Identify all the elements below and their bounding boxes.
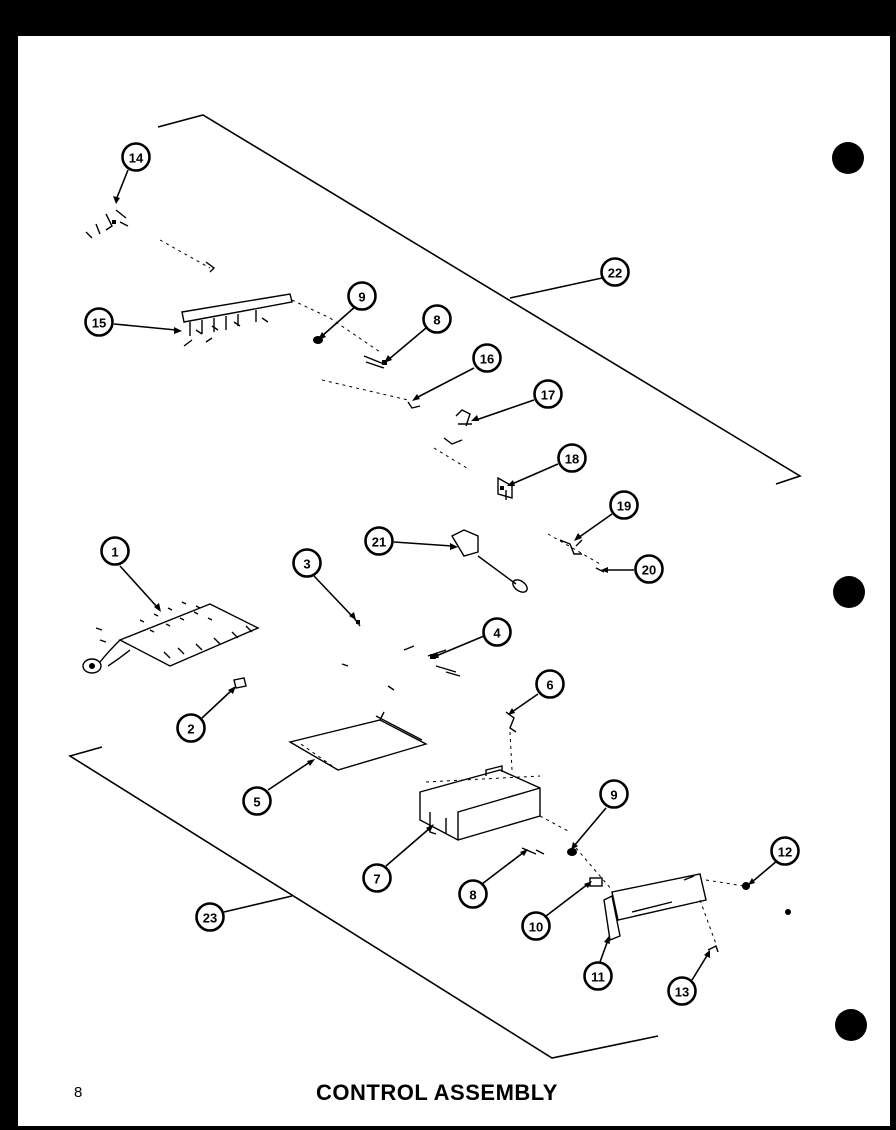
callout-8-lower: 8	[458, 879, 488, 909]
binder-hole-bottom	[835, 1009, 867, 1041]
callout-15-label: 15	[92, 316, 106, 331]
page-title: CONTROL ASSEMBLY	[316, 1080, 558, 1105]
callout-9-lower-label: 9	[610, 788, 617, 803]
callout-5-label: 5	[253, 795, 260, 810]
callout-7-label: 7	[373, 872, 380, 887]
callout-17-label: 17	[541, 388, 555, 403]
upper-panel-outline	[157, 114, 802, 485]
callout-6: 6	[535, 669, 565, 699]
part-18-switch	[497, 476, 513, 500]
callout-7: 7	[362, 863, 392, 893]
part-7-housing	[419, 765, 571, 841]
callout-6-label: 6	[546, 678, 553, 693]
callout-19: 19	[609, 490, 639, 520]
callout-16-label: 16	[480, 352, 494, 367]
part-19-lever	[547, 533, 601, 565]
callout-18-label: 18	[565, 452, 579, 467]
callout-2-label: 2	[187, 722, 194, 737]
callout-21-label: 21	[372, 535, 386, 550]
part-5-mounting-plate	[288, 663, 428, 771]
part-13-screw	[707, 945, 719, 953]
callout-20: 20	[634, 554, 664, 584]
part-12-nut	[705, 879, 791, 915]
callout-1: 1	[100, 536, 130, 566]
callout-1-label: 1	[111, 545, 118, 560]
part-20-pin	[595, 567, 605, 573]
callout-23-label: 23	[203, 911, 217, 926]
part-1-control-block	[82, 601, 260, 674]
part-21-shaft	[451, 529, 528, 593]
callout-11: 11	[583, 961, 613, 991]
callout-9-lower: 9	[599, 779, 629, 809]
lower-panel-outline	[68, 746, 659, 1059]
callout-22: 22	[600, 257, 630, 287]
part-16-spring	[321, 379, 421, 409]
leader-lines	[113, 169, 779, 981]
callout-10-label: 10	[529, 920, 543, 935]
binder-hole-top	[832, 142, 864, 174]
part-2-plug	[233, 677, 247, 689]
callout-14-label: 14	[129, 151, 144, 166]
part-14-clips	[85, 209, 216, 273]
callout-8-lower-label: 8	[469, 888, 476, 903]
callout-13: 13	[667, 976, 697, 1006]
callout-12: 12	[770, 836, 800, 866]
part-15-terminal-strip	[181, 293, 381, 353]
callout-3: 3	[292, 548, 322, 578]
page-number: 8	[74, 1084, 83, 1101]
callout-13-label: 13	[675, 985, 689, 1000]
callout-22-label: 22	[608, 266, 622, 281]
part-6-clip	[505, 711, 517, 771]
binder-hole-middle	[833, 576, 865, 608]
part-9-screw-lower	[567, 848, 577, 856]
callout-23: 23	[195, 902, 225, 932]
callout-19-label: 19	[617, 499, 631, 514]
part-8-clip-upper	[363, 355, 387, 369]
callout-4: 4	[482, 617, 512, 647]
callout-8-upper-label: 8	[433, 313, 440, 328]
callout-9-upper-label: 9	[358, 290, 365, 305]
part-17-bracket	[433, 409, 472, 471]
callout-5: 5	[242, 786, 272, 816]
callout-3-label: 3	[303, 557, 310, 572]
callout-17: 17	[533, 379, 563, 409]
callout-4-label: 4	[493, 626, 501, 641]
part-8-clip-lower	[521, 847, 545, 855]
callout-14: 14	[121, 142, 151, 172]
callout-10: 10	[521, 911, 551, 941]
part-4-bracket	[403, 645, 461, 677]
callout-2: 2	[176, 713, 206, 743]
part-10-fuse	[589, 877, 603, 887]
callout-21: 21	[364, 526, 394, 556]
callout-8-upper: 8	[422, 304, 452, 334]
callout-11-label: 11	[591, 970, 605, 985]
callout-20-label: 20	[642, 563, 656, 578]
callout-18: 18	[557, 443, 587, 473]
callout-16: 16	[472, 343, 502, 373]
part-11-circuit-board	[575, 847, 717, 945]
callout-12-label: 12	[778, 845, 792, 860]
callout-9-upper: 9	[347, 281, 377, 311]
parts-sheet	[18, 36, 890, 1126]
callout-15: 15	[84, 307, 114, 337]
